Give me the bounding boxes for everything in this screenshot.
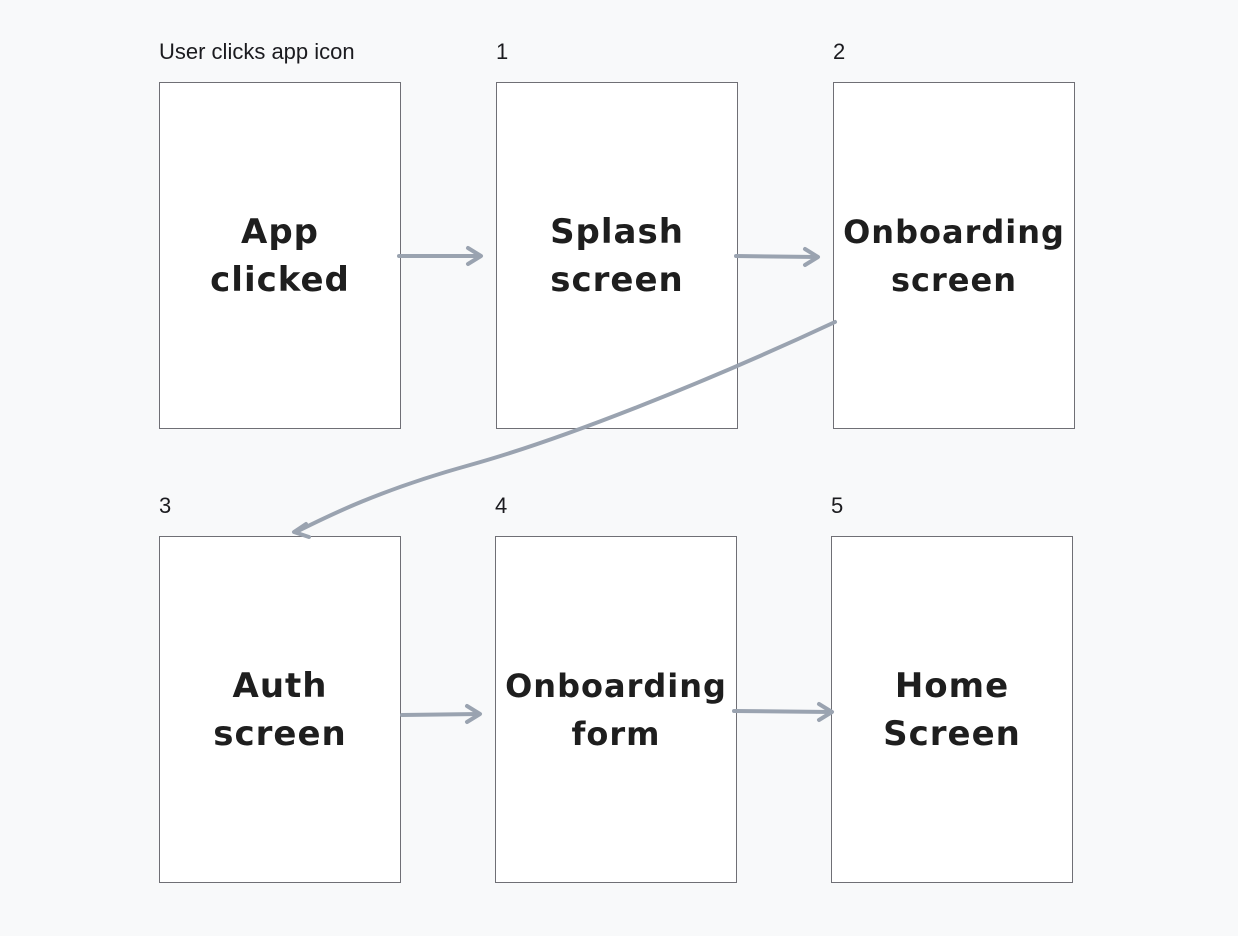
- arrow-onboarding-form-to-home: [732, 702, 834, 722]
- arrow-app-to-splash: [397, 246, 483, 266]
- frame-onboarding-form[interactable]: Onboarding form: [495, 536, 737, 883]
- frame-splash-screen[interactable]: Splash screen: [496, 82, 738, 429]
- frame-title-line2: screen: [891, 260, 1017, 299]
- frame-onboarding-screen[interactable]: Onboarding screen: [833, 82, 1075, 429]
- frame-label-splash-screen: 1: [496, 39, 509, 64]
- frame-title-line2: clicked: [210, 259, 350, 300]
- frame-title-line2: Screen: [883, 713, 1021, 754]
- arrow-splash-to-onboarding: [734, 247, 820, 267]
- frame-title-line1: App: [241, 211, 319, 252]
- frame-label-onboarding-form: 4: [495, 493, 508, 518]
- frame-home-screen-text: Home Screen: [832, 662, 1072, 758]
- frame-title-line1: Splash: [550, 211, 684, 252]
- frame-app-clicked-text: App clicked: [160, 208, 400, 304]
- frame-title-line2: form: [571, 714, 661, 753]
- frame-splash-screen-text: Splash screen: [497, 208, 737, 304]
- frame-app-clicked[interactable]: App clicked: [159, 82, 401, 429]
- arrow-auth-to-onboarding-form: [400, 704, 482, 724]
- frame-auth-screen-text: Auth screen: [160, 662, 400, 758]
- frame-label-auth-screen: 3: [159, 493, 172, 518]
- frame-label-app-clicked: User clicks app icon: [159, 39, 355, 64]
- frame-onboarding-form-text: Onboarding form: [496, 662, 736, 758]
- frame-label-home-screen: 5: [831, 493, 844, 518]
- frame-title-line2: screen: [213, 713, 347, 754]
- frame-title-line1: Onboarding: [505, 666, 727, 705]
- frame-label-onboarding-screen: 2: [833, 39, 846, 64]
- frame-home-screen[interactable]: Home Screen: [831, 536, 1073, 883]
- frame-title-line1: Home: [894, 665, 1010, 706]
- frame-onboarding-screen-text: Onboarding screen: [834, 208, 1074, 304]
- frame-title-line2: screen: [550, 259, 684, 300]
- frame-auth-screen[interactable]: Auth screen: [159, 536, 401, 883]
- frame-title-line1: Auth: [232, 665, 328, 706]
- frame-title-line1: Onboarding: [843, 212, 1065, 251]
